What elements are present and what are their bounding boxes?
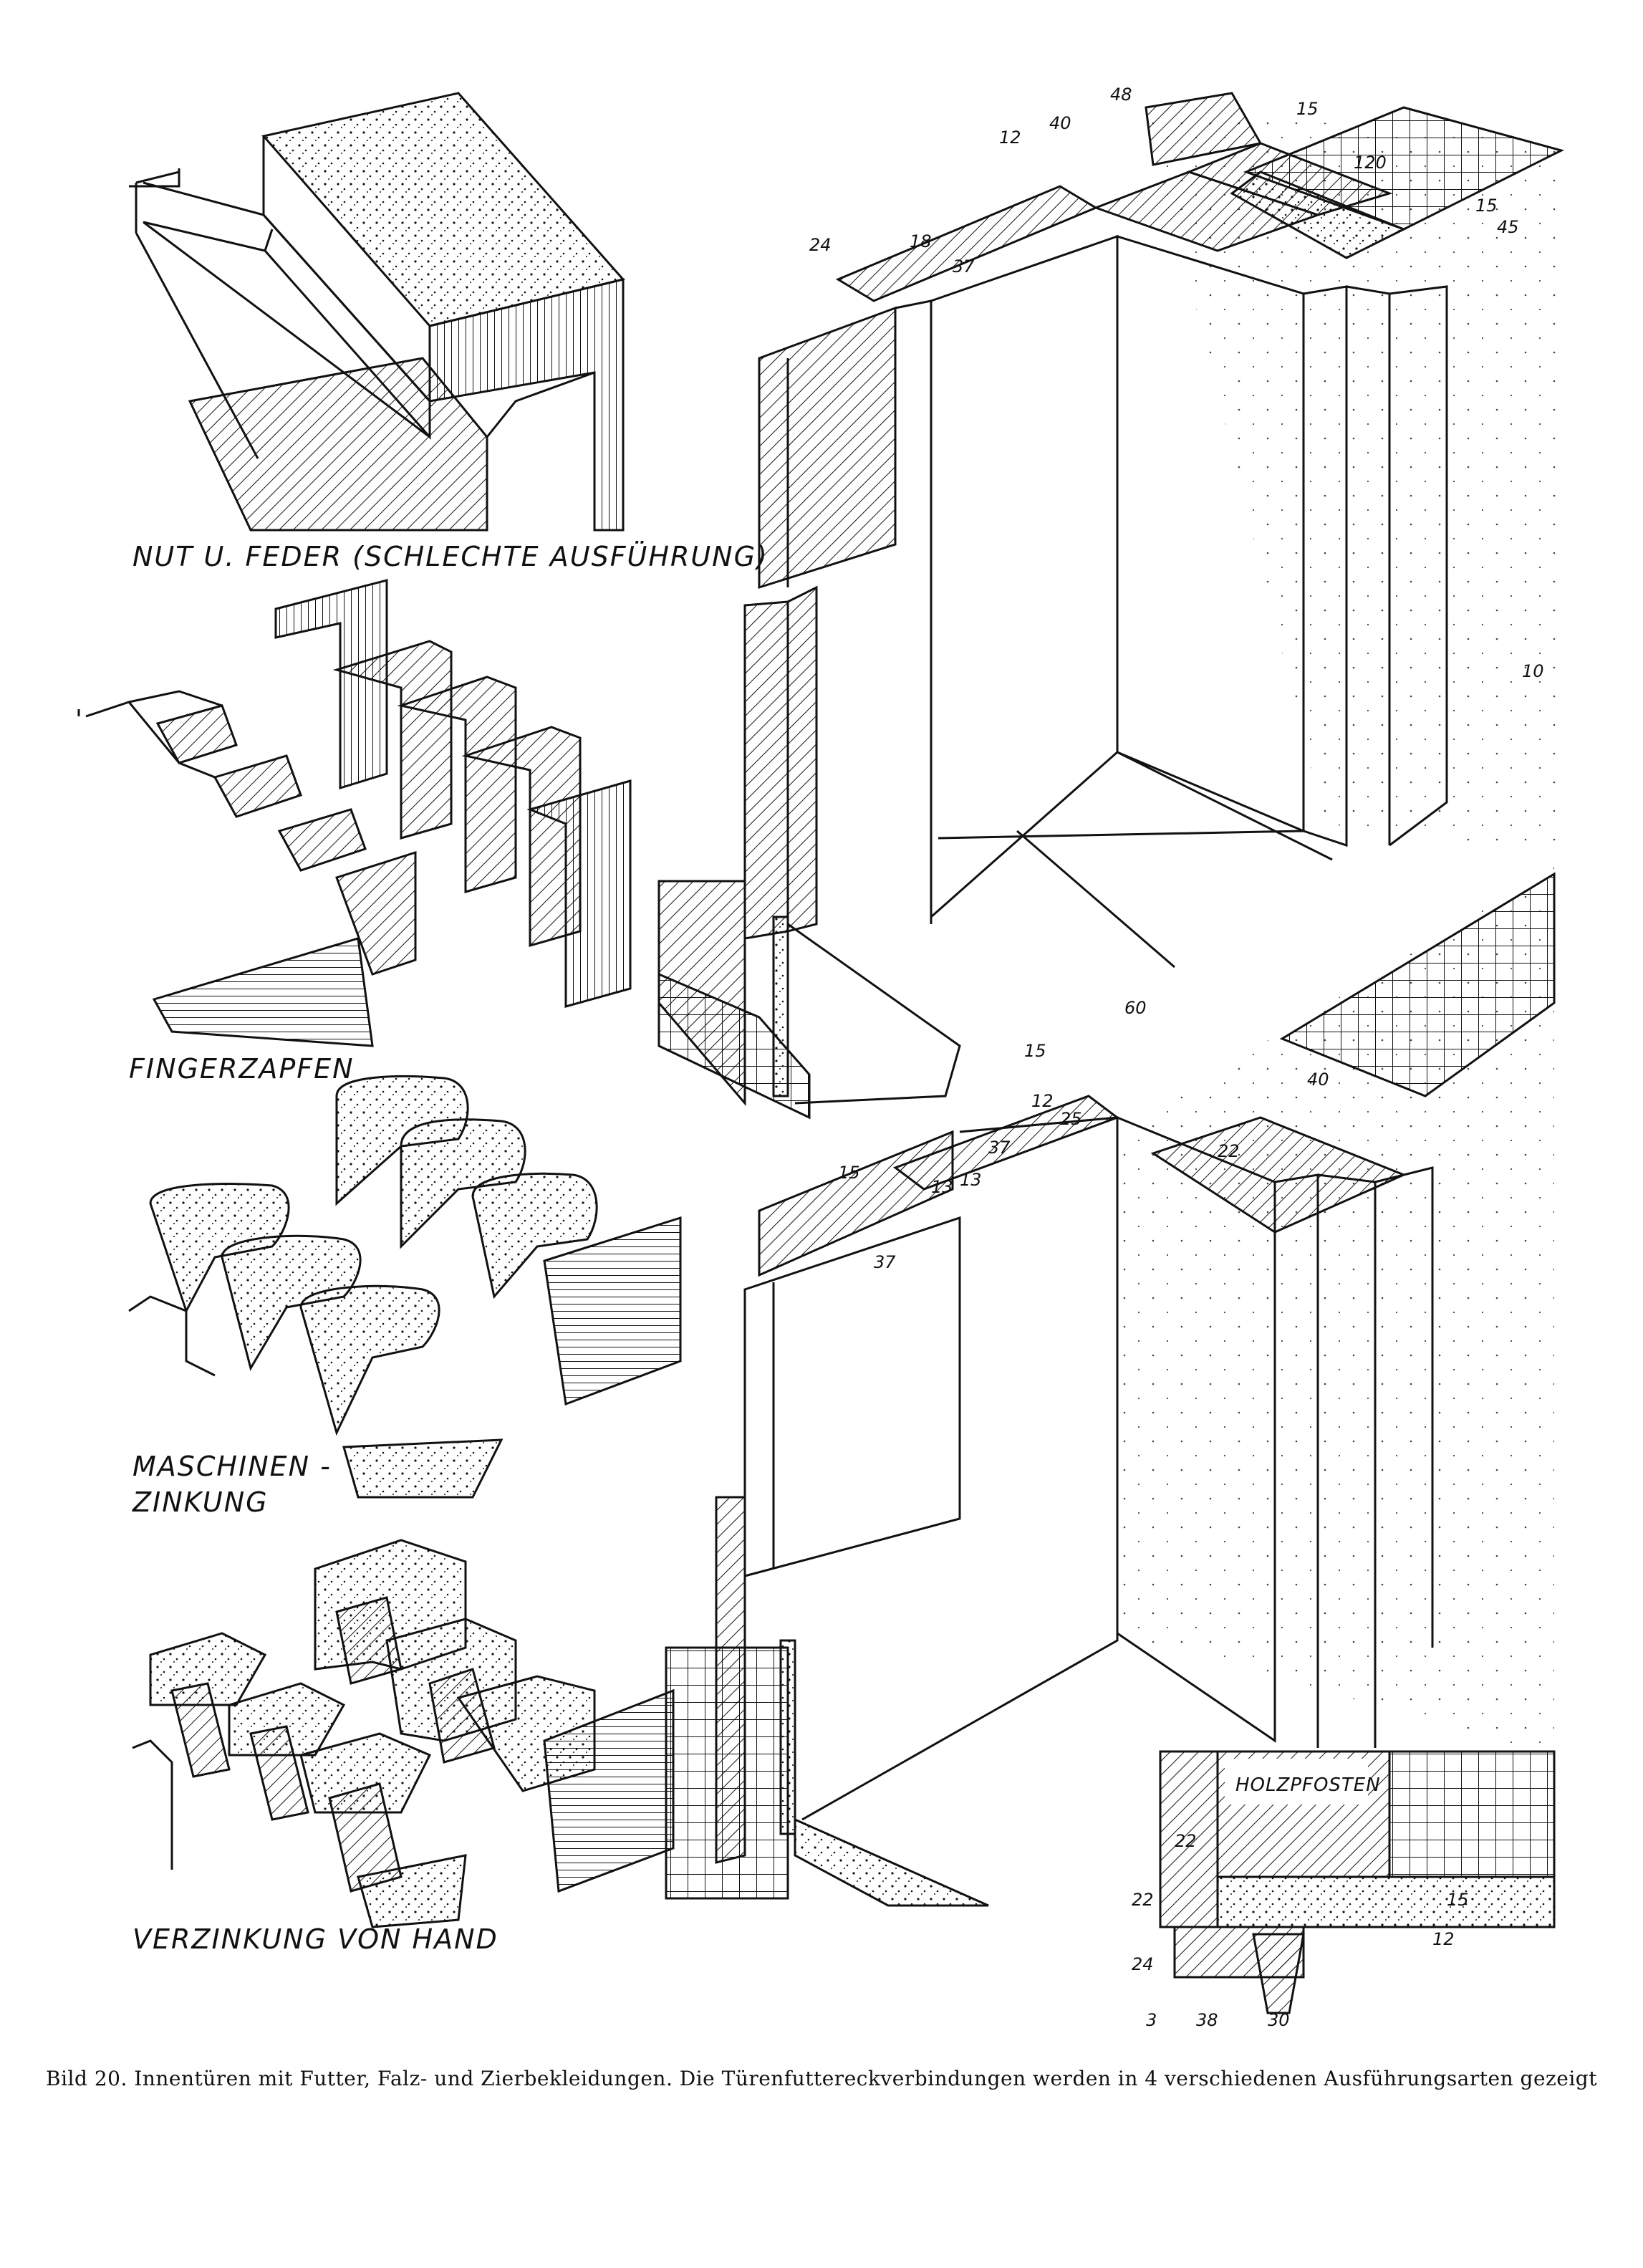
door-frame-lower — [665, 867, 1556, 1907]
dimensions-upper: 12 40 48 15 120 24 18 37 15 45 10 — [809, 85, 1544, 681]
dim-top-7: 37 — [953, 256, 975, 277]
dim-det-0: 22 — [1175, 1831, 1197, 1851]
holzpfosten-detail — [1159, 1750, 1556, 2014]
dim-det-2: 24 — [1132, 1954, 1154, 1974]
dim-mid-6: 37 — [988, 1138, 1011, 1158]
dim-mid-5: 25 — [1060, 1109, 1082, 1129]
machine-dovetail-joint — [128, 1075, 682, 1499]
label-maschinen-line1: MASCHINEN - — [132, 1451, 332, 1482]
dim-top-5: 24 — [809, 235, 832, 255]
dim-mid-10: 37 — [874, 1252, 896, 1272]
dim-det-5: 3 — [1146, 2010, 1157, 2030]
dim-top-1: 40 — [1049, 113, 1071, 133]
dim-top-3: 15 — [1296, 99, 1319, 119]
dim-top-9: 45 — [1497, 217, 1519, 237]
dim-top-2: 48 — [1110, 85, 1132, 105]
door-frame-upper — [657, 92, 1565, 1120]
dim-mid-9: 22 — [1218, 1141, 1240, 1161]
dim-top-4: 120 — [1354, 153, 1387, 173]
dim-det-1: 22 — [1132, 1890, 1154, 1910]
dim-mid-2: 15 — [838, 1163, 860, 1183]
dim-mid-8: 13 — [960, 1170, 982, 1190]
dim-det-6: 38 — [1196, 2010, 1218, 2030]
dimensions-detail: 22 22 24 15 12 3 38 30 — [1132, 1831, 1469, 2030]
dim-det-7: 30 — [1268, 2010, 1290, 2030]
dim-det-4: 12 — [1432, 1929, 1455, 1949]
dim-mid-3: 40 — [1307, 1070, 1329, 1090]
dim-mid-4: 12 — [1031, 1091, 1054, 1111]
tongue-groove-joint — [129, 92, 625, 532]
label-verzinkung: VERZINKUNG VON HAND — [132, 1923, 498, 1955]
dimensions-middle: 60 15 15 40 12 25 37 13 13 22 37 — [838, 998, 1329, 1272]
dim-top-6: 18 — [910, 231, 932, 251]
dim-mid-1: 15 — [1024, 1041, 1046, 1061]
finger-joint — [77, 579, 632, 1047]
label-maschinen-line2: ZINKUNG — [132, 1486, 269, 1518]
label-nut-feder: NUT U. FEDER (SCHLECHTE AUSFÜHRUNG) — [132, 541, 768, 572]
label-holzpfosten: HOLZPFOSTEN — [1235, 1774, 1381, 1796]
dim-top-0: 12 — [999, 128, 1021, 148]
dim-top-8: 15 — [1475, 196, 1498, 216]
hand-dovetail-joint — [132, 1539, 675, 1928]
dim-mid-0: 60 — [1124, 998, 1147, 1018]
label-fingerzapfen: FINGERZAPFEN — [129, 1053, 355, 1085]
dim-mid-7: 13 — [931, 1177, 953, 1197]
figure-caption: Bild 20. Innentüren mit Futter, Falz- un… — [46, 2067, 1597, 2090]
dim-det-3: 15 — [1447, 1890, 1469, 1910]
dim-top-10: 10 — [1522, 661, 1544, 681]
